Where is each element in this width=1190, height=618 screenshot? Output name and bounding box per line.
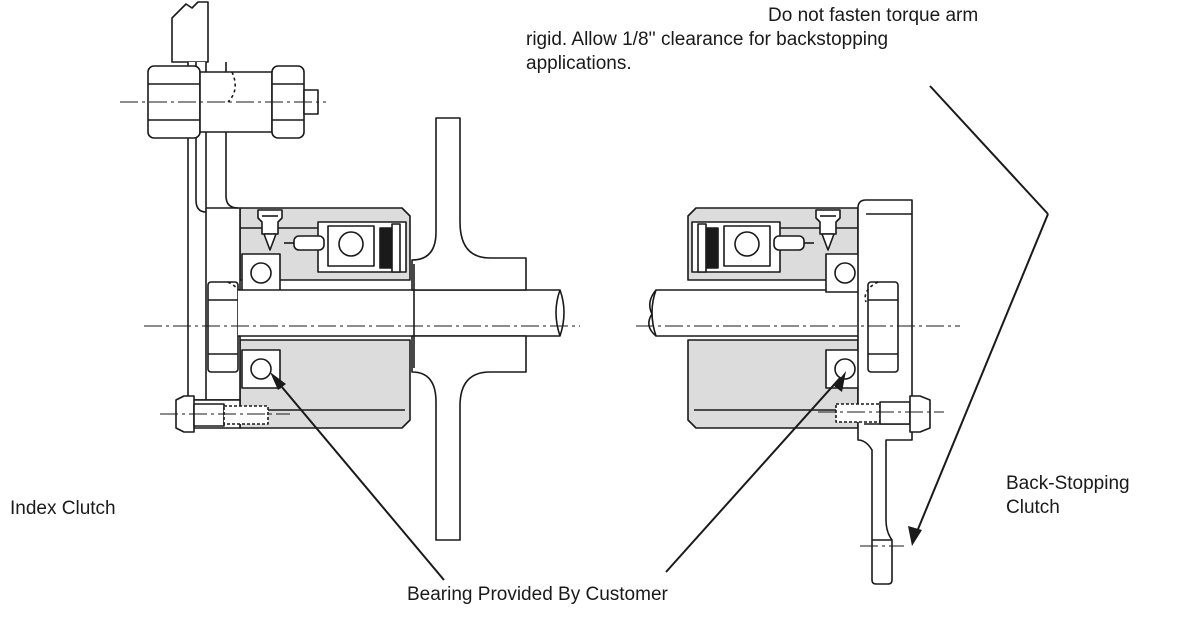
back-stopping-line-1: Back-Stopping: [1006, 473, 1130, 494]
backstop-side-hex: [864, 281, 899, 373]
backstop-shaft: [648, 289, 868, 337]
index-shaft: [238, 289, 565, 337]
bearing-label: Bearing Provided By Customer: [407, 584, 668, 605]
leader-lines: [275, 85, 1049, 581]
backstop-set-screw: [835, 395, 931, 433]
index-clutch-label: Index Clutch: [10, 498, 116, 519]
backstop-clutch-assembly: [636, 199, 960, 585]
backstop-grease-fitting: [815, 209, 841, 251]
arrow-to-torque-arm: [908, 526, 922, 546]
back-stopping-line-2: Clutch: [1006, 497, 1060, 518]
index-center-lines: [120, 101, 580, 415]
index-sprocket: [411, 117, 527, 541]
index-grease-fitting: [257, 209, 283, 251]
index-side-hex: [207, 281, 242, 373]
arrow-to-backstop-bearing: [834, 371, 846, 392]
arrow-heads: [270, 371, 922, 546]
backstop-torque-arm: [857, 199, 913, 585]
note-line-1: Do not fasten torque arm: [768, 5, 979, 26]
torque-arm-note: Do not fasten torque arm rigid. Allow 1/…: [480, 4, 1080, 76]
note-line-2: rigid. Allow 1/8'' clearance for backsto…: [526, 29, 889, 50]
back-stopping-clutch-label: Back-Stopping Clutch: [1006, 472, 1130, 520]
index-sprag-bearing: [284, 223, 401, 273]
arrow-to-index-bearing: [270, 372, 286, 390]
index-clutch-assembly: [120, 1, 580, 541]
note-line-3: applications.: [526, 53, 632, 74]
backstop-sprag-bearing: [697, 223, 814, 273]
backstop-center-lines: [636, 325, 960, 547]
index-outer-bearings: [241, 253, 281, 389]
